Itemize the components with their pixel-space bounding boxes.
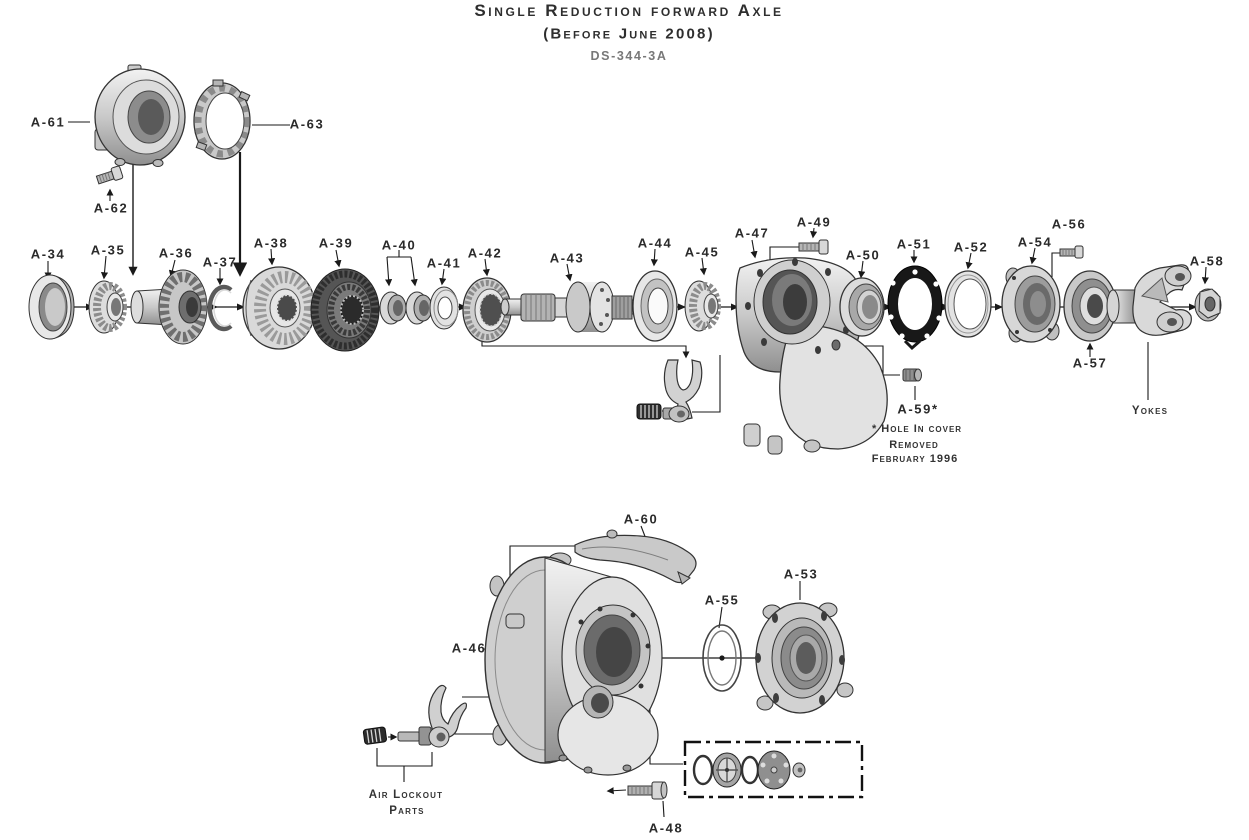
label-a43: A-43 [549, 250, 585, 266]
part-a52-seal-ring [944, 270, 992, 338]
label-a35: A-35 [90, 242, 126, 258]
diagram-subtitle: (Before June 2008) [543, 25, 715, 43]
part-a34-bearing-cup [28, 274, 75, 340]
label-air-lockout-line1: Air Lockout [368, 789, 444, 801]
part-a45-taper-bearing [684, 280, 721, 332]
label-a34: A-34 [30, 246, 66, 262]
part-a38-clutch-plate [242, 266, 316, 350]
part-a61-shift-cover [94, 64, 186, 167]
label-a44: A-44 [637, 235, 673, 251]
part-air-lockout-assembly [362, 684, 468, 748]
part-a54-bearing-cage [1001, 265, 1061, 343]
label-a41: A-41 [426, 255, 462, 271]
label-a63: A-63 [289, 116, 325, 132]
part-a59-plug [902, 368, 922, 382]
part-a35-taper-bearing [88, 280, 127, 334]
label-a58: A-58 [1189, 253, 1225, 269]
label-a36: A-36 [158, 245, 194, 261]
label-a55: A-55 [704, 592, 740, 608]
part-a36-bevel-gear [130, 269, 208, 345]
label-a40: A-40 [381, 237, 417, 253]
label-a42: A-42 [467, 245, 503, 261]
part-a41-washer [429, 286, 459, 330]
label-yokes: Yokes [1131, 405, 1169, 417]
part-a37-snap-ring [207, 284, 233, 332]
label-a60: A-60 [623, 511, 659, 527]
part-yoke [1106, 264, 1192, 336]
part-a53-bearing-cage-cover [755, 602, 854, 714]
part-a49-bolt [798, 239, 829, 255]
part-a60-guard [574, 529, 697, 585]
label-a45: A-45 [684, 244, 720, 260]
part-a51-gasket [887, 265, 943, 351]
label-a39: A-39 [318, 235, 354, 251]
part-shift-fork-top [636, 359, 703, 423]
label-a37: A-37 [202, 254, 238, 270]
label-air-lockout-line2: Parts [389, 805, 425, 817]
part-a44-washer-disc [632, 270, 678, 342]
diagram-title: Single Reduction forward Axle [474, 1, 784, 20]
label-a51: A-51 [896, 236, 932, 252]
label-a53: A-53 [783, 566, 819, 582]
part-a63-lock-ring [193, 79, 251, 160]
part-a48-bolt [627, 781, 668, 800]
label-a38: A-38 [253, 235, 289, 251]
drawing-number: DS-344-3A [590, 49, 668, 63]
label-a49: A-49 [796, 214, 832, 230]
part-a46-axle-housing [484, 552, 663, 776]
note-hole-in-cover-line3: February 1996 [871, 453, 959, 465]
label-a46: A-46 [451, 640, 487, 656]
label-a56: A-56 [1051, 216, 1087, 232]
part-a50-bearing-cup [839, 277, 885, 337]
part-a62-bolt [95, 165, 124, 185]
label-a62: A-62 [93, 200, 129, 216]
label-a47: A-47 [734, 225, 770, 241]
label-a48: A-48 [648, 820, 684, 836]
label-a52: A-52 [953, 239, 989, 255]
air-shift-kit-dashed-box [683, 740, 864, 799]
part-a58-nut [1194, 288, 1222, 322]
part-a40-roller-bearings [379, 291, 433, 325]
label-a59: A-59* [897, 401, 939, 417]
note-hole-in-cover-line1: * Hole In cover [871, 423, 963, 435]
label-a54: A-54 [1017, 234, 1053, 250]
part-a39-gear [310, 268, 380, 352]
label-a50: A-50 [845, 247, 881, 263]
part-a56-bolt [1059, 245, 1084, 259]
note-hole-in-cover-line2: Removed [889, 439, 939, 451]
part-a43-main-shaft [500, 281, 646, 333]
label-a57: A-57 [1072, 355, 1108, 371]
part-a42-clutch-collar [462, 277, 512, 343]
label-a61: A-61 [30, 114, 66, 130]
part-a47-bearing-cage-cover [735, 257, 888, 455]
part-a55-o-ring [702, 624, 742, 692]
